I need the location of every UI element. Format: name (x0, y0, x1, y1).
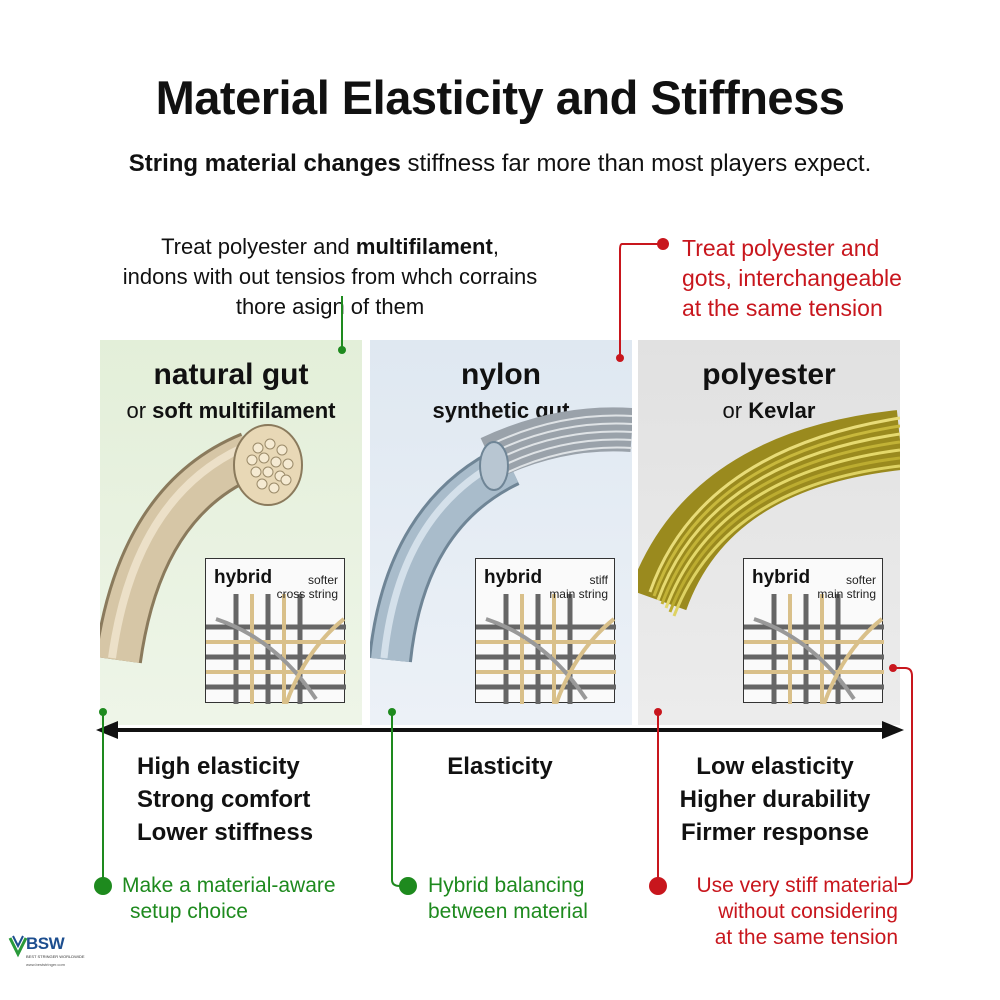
panel-subtitle: or Kevlar (638, 398, 900, 424)
prop-item: High elasticity (137, 753, 300, 780)
red-note-connector (619, 243, 663, 356)
panel-sub-bold: soft multifilament (152, 398, 336, 423)
natural-gut-string-illustration (100, 424, 303, 664)
bottom-note-left: Make a material-aware setup choice (122, 873, 336, 925)
page-subtitle: String material changes stiffness far mo… (0, 150, 1000, 178)
left-note-dot (94, 877, 112, 895)
inset-sub1: stiff (589, 573, 608, 587)
bottom-note-line: at the same tension (714, 926, 898, 949)
red-note-end-dot (616, 354, 624, 362)
bottom-note-line: setup choice (130, 900, 248, 923)
string-weave-icon (206, 594, 346, 704)
right-hook-connector (893, 667, 913, 885)
bottom-note-right: Use very stiff material without consider… (676, 873, 899, 951)
bsw-logo: BSW BEST STRINGER WORLDWIDE www.beststri… (8, 932, 98, 972)
panel-subtitle: or soft multifilament (100, 398, 362, 424)
panel-sub-pre: or (126, 398, 153, 423)
top-note-dot (338, 346, 346, 354)
axis-arrow-right (882, 721, 904, 739)
prop-item: Lower stiffness (137, 819, 314, 846)
top-note-line3: thore asign of them (235, 294, 425, 319)
top-note: Treat polyester and multifilament, indon… (90, 232, 570, 322)
top-note-line2: indons with out tensios from whch corrai… (122, 264, 538, 289)
inset-title: hybrid (214, 567, 273, 588)
string-weave-icon (744, 594, 884, 704)
bottom-note-line: Hybrid balancing (428, 874, 585, 897)
prop-item: Firmer response (680, 819, 870, 846)
logo-name: BSW (26, 934, 65, 953)
inset-sub2: main string (817, 587, 876, 601)
red-note-line2: gots, interchangeable (682, 265, 902, 291)
panel-title: natural gut (153, 358, 309, 391)
inset-sub2: main string (549, 587, 608, 601)
mid-note-dot (399, 877, 417, 895)
top-note-line1-pre: Treat polyester and (161, 234, 356, 259)
logo-tagline: BEST STRINGER WORLDWIDE (26, 954, 85, 959)
inset-title: hybrid (752, 567, 811, 588)
bottom-note-line: without considering (718, 900, 898, 923)
props-mid: Elasticity (400, 750, 600, 783)
panel-title: polyester (702, 358, 836, 391)
inset-title: hybrid (484, 567, 543, 588)
top-note-line1-bold: multifilament (355, 234, 493, 259)
panel-sub-bold: Kevlar (748, 398, 816, 423)
subtitle-rest: stiffness far more than most players exp… (400, 150, 872, 177)
logo-url: www.beststringer.com (26, 962, 65, 967)
nylon-string-illustration (370, 407, 632, 663)
bottom-note-mid: Hybrid balancing between material (428, 873, 588, 925)
red-note-line1: Treat polyester and (682, 235, 880, 261)
prop-item: Higher durability (679, 786, 871, 813)
prop-item: Strong comfort (137, 786, 311, 813)
bottom-note-line: between material (428, 900, 588, 923)
panel-title: nylon (461, 358, 541, 391)
right-note-dot (649, 877, 667, 895)
inset-sub2: cross string (276, 587, 338, 601)
subtitle-bold: String material changes (128, 150, 401, 177)
bottom-note-line: Use very stiff material (696, 874, 899, 897)
axis-arrow-left (96, 721, 118, 739)
logo-mark-icon (8, 935, 28, 958)
page-title: Material Elasticity and Stiffness (155, 71, 845, 124)
red-note-line3: at the same tension (682, 295, 883, 321)
props-right: Low elasticity Higher durability Firmer … (660, 750, 890, 849)
prop-item: Low elasticity (696, 753, 854, 780)
inset-sub1: softer (307, 573, 338, 587)
top-note-line1-post: , (492, 234, 499, 259)
prop-item: Elasticity (447, 753, 553, 780)
props-left: High elasticity Strong comfort Lower sti… (137, 750, 313, 849)
polyester-string-illustration (638, 410, 900, 617)
string-weave-icon (476, 594, 616, 704)
red-note: Treat polyester and gots, interchangeabl… (682, 233, 942, 323)
panel-sub-pre: or (722, 398, 749, 423)
panel-natural-gut: natural gut or soft multifilament hybrid… (100, 340, 362, 725)
bottom-note-line: Make a material-aware (122, 874, 336, 897)
inset-sub1: softer (845, 573, 876, 587)
